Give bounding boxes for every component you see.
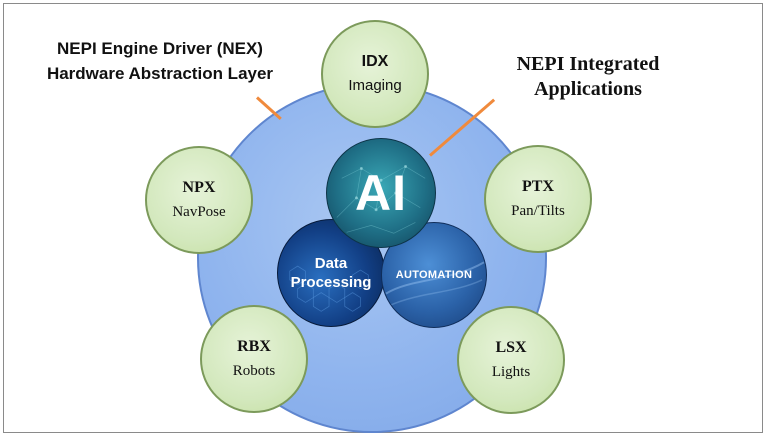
node-idx-code: IDX	[361, 53, 389, 70]
node-lsx-code: LSX	[495, 339, 527, 356]
node-ptx-name: Pan/Tilts	[511, 203, 565, 219]
node-npx-name: NavPose	[172, 204, 226, 220]
apps-callout-line2: Applications	[534, 78, 642, 100]
node-lsx-name: Lights	[491, 364, 531, 380]
data-processing-label: Data Processing	[290, 255, 372, 291]
node-rbx: RBX Robots	[200, 305, 308, 413]
nex-callout-line1: NEPI Engine Driver (NEX)	[57, 39, 263, 58]
node-npx: NPX NavPose	[145, 146, 253, 254]
hex-pattern-graphic	[289, 265, 369, 312]
node-idx-name: Imaging	[348, 77, 402, 94]
node-ptx: PTX Pan/Tilts	[484, 145, 592, 253]
automation-swoosh-graphic	[385, 261, 485, 307]
automation-label: AUTOMATION	[395, 269, 473, 281]
nex-callout-line2: Hardware Abstraction Layer	[46, 64, 274, 83]
node-npx-code: NPX	[182, 179, 216, 196]
node-rbx-code: RBX	[237, 338, 271, 355]
apps-callout-line1: NEPI Integrated	[516, 53, 660, 75]
nex-callout: NEPI Engine Driver (NEX) Hardware Abstra…	[40, 36, 280, 86]
node-rbx-name: Robots	[232, 363, 276, 379]
node-ptx-code: PTX	[522, 178, 554, 195]
network-mesh-graphic	[336, 165, 426, 234]
node-lsx: LSX Lights	[457, 306, 565, 414]
apps-callout: NEPI Integrated Applications	[488, 52, 688, 102]
core-ai: AI	[326, 138, 436, 248]
node-idx: IDX Imaging	[321, 20, 429, 128]
ai-label: AI	[355, 165, 407, 221]
